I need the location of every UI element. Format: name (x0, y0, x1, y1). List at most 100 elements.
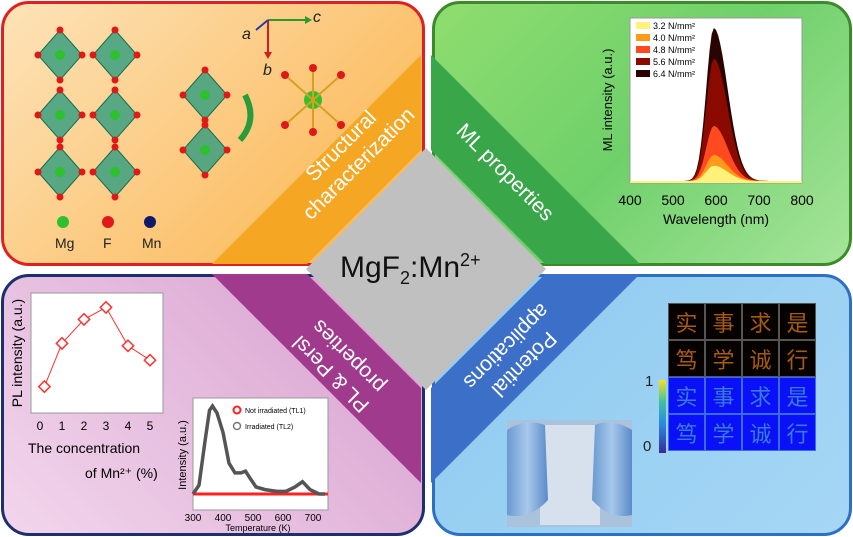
char-cell: 求 (742, 377, 779, 414)
f-atom (337, 121, 345, 129)
f-atom (201, 171, 209, 179)
x-axis-label: Wavelength (nm) (663, 211, 769, 227)
f-atom (223, 146, 231, 154)
x-tick-label: 3 (103, 419, 110, 433)
x-tick-label: 400 (618, 192, 642, 208)
f-atom (133, 51, 141, 59)
f-atom (281, 121, 289, 129)
f-atom (223, 91, 231, 99)
band-ml (431, 55, 640, 264)
f-atom (56, 193, 64, 201)
f-atom (179, 91, 187, 99)
mg-atom (110, 110, 120, 120)
x-tick-label: 4 (125, 419, 132, 433)
legend-label: 5.6 N/mm² (653, 57, 695, 67)
y-axis-label: Intensity (a.u.) (177, 420, 189, 490)
colorbar (659, 380, 666, 453)
y-axis-label: ML intensity (a.u.) (600, 49, 615, 152)
axis-label-c: c (313, 9, 321, 26)
mg-atom (55, 50, 65, 60)
f-atom (281, 71, 289, 79)
char-cell: 诚 (742, 340, 779, 377)
legend-swatch (636, 22, 650, 29)
f-atom (111, 193, 119, 201)
mg-atom (110, 167, 120, 177)
f-atom (111, 86, 119, 94)
x-tick-label: 500 (245, 513, 262, 524)
x-tick-label: 500 (661, 192, 685, 208)
legend-swatch (636, 58, 650, 65)
axis-label-b: b (263, 62, 272, 79)
f-atom (133, 111, 141, 119)
f-atom (78, 111, 86, 119)
axes-icon (255, 16, 312, 59)
f-atom (78, 51, 86, 59)
mg-atom (110, 50, 120, 60)
f-atom (34, 51, 42, 59)
char-cell: 笃 (668, 340, 705, 377)
plot-area (192, 397, 329, 511)
x-axis-label: The concentration (28, 440, 140, 456)
mg-atom (55, 167, 65, 177)
bond (312, 74, 342, 101)
legend-label: 3.2 N/mm² (653, 21, 695, 31)
x-tick-label: 300 (185, 513, 202, 524)
center-title: MgF2:Mn2+ (340, 250, 481, 288)
f-atom (34, 168, 42, 176)
legend-mn: Mn (142, 235, 162, 251)
band-structural (212, 55, 421, 264)
x-axis-label: of Mn²⁺ (%) (85, 465, 158, 481)
f-atom (201, 121, 209, 129)
x-tick-label: 0 (37, 419, 44, 433)
legend-marker (232, 405, 242, 415)
legend-swatch (636, 34, 650, 41)
char-cell: 行 (779, 414, 816, 451)
f-atom (34, 111, 42, 119)
f-atom (56, 143, 64, 151)
f-atom (89, 168, 97, 176)
film-photo (507, 420, 632, 527)
legend-label: Irradiated (TL2) (245, 424, 293, 431)
series-area (630, 165, 802, 183)
f-atom (56, 86, 64, 94)
colorbar-min: 0 (643, 438, 652, 455)
legend-label: 6.4 N/mm² (653, 69, 695, 79)
crystal-structure (34, 26, 345, 201)
f-atom (89, 51, 97, 59)
f-atom (56, 136, 64, 144)
char-cell: 诚 (742, 414, 779, 451)
data-point (77, 312, 91, 327)
y-axis-label: PL intensity (a.u.) (9, 299, 25, 407)
data-point (143, 353, 157, 367)
f-atom (309, 128, 317, 136)
bond (284, 99, 314, 126)
f-atom (337, 71, 345, 79)
char-cell: 求 (742, 303, 779, 340)
f-atom (111, 143, 119, 151)
x-tick-label: 400 (215, 513, 232, 524)
mg-atom (200, 145, 210, 155)
colorbar-max: 1 (645, 373, 654, 390)
bond (312, 99, 342, 126)
f-atom (111, 136, 119, 144)
axis-label-a: a (242, 26, 251, 43)
legend-f: F (103, 235, 112, 251)
char-cell: 学 (705, 414, 742, 451)
f-atom (179, 146, 187, 154)
x-tick-label: 700 (305, 513, 322, 524)
char-cell: 是 (779, 303, 816, 340)
legend-swatch (636, 70, 650, 77)
data-point (99, 300, 113, 315)
data-point (55, 336, 69, 351)
f-atom (56, 76, 64, 84)
data-point (121, 339, 135, 353)
f-atom (111, 76, 119, 84)
char-cell: 是 (779, 377, 816, 414)
f-atom (89, 111, 97, 119)
char-cell: 实 (668, 377, 705, 414)
bond (284, 74, 314, 101)
f-atom (78, 168, 86, 176)
